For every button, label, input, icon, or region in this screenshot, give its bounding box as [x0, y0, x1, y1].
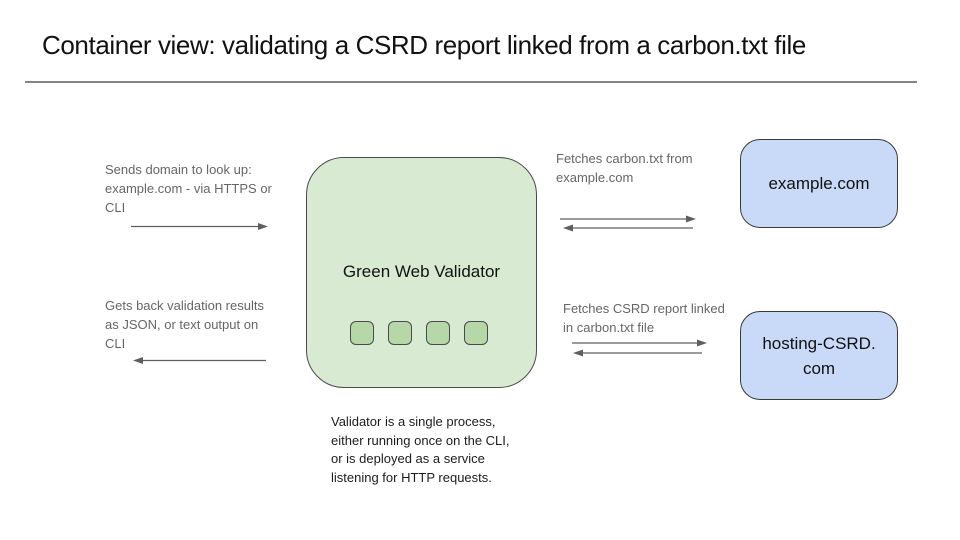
node-example-com: example.com: [740, 139, 898, 228]
validator-note: Validator is a single process,either run…: [331, 414, 510, 485]
instance-row: [350, 321, 488, 345]
double-arrow-icon: [572, 339, 707, 357]
node-hosting-csrd: hosting-CSRD.com: [740, 311, 898, 400]
node-example-label: example.com: [768, 174, 870, 193]
instance-square: [426, 321, 450, 345]
page-title: Container view: validating a CSRD report…: [42, 30, 806, 60]
arrow-left-icon: [133, 357, 266, 364]
validator-label: Green Web Validator: [342, 262, 501, 281]
instance-square: [464, 321, 488, 345]
instance-square: [388, 321, 412, 345]
node-hosting-label: hosting-CSRD.com: [762, 333, 876, 378]
arrow-right-icon: [131, 223, 268, 230]
annotation-send-domain: Sends domain to look up:example.com - vi…: [105, 162, 272, 215]
instance-square: [350, 321, 374, 345]
validator-container: Green Web Validator: [306, 157, 537, 388]
title-divider: [25, 81, 917, 83]
double-arrow-icon: [560, 215, 696, 232]
